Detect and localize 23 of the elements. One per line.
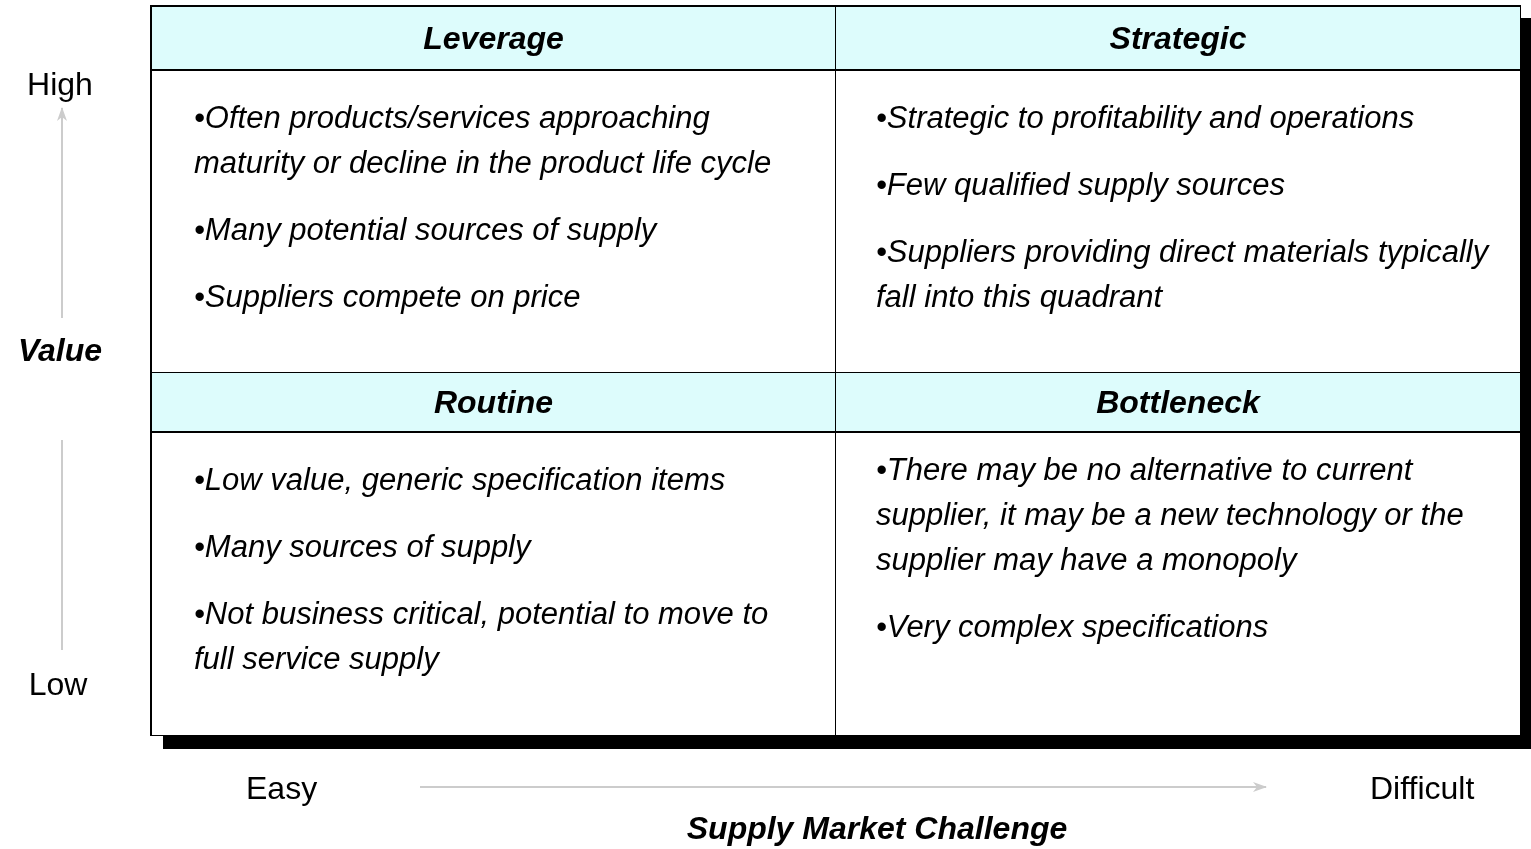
bullet-text: •Suppliers providing direct materials typically fall into this quadrant xyxy=(876,233,1491,316)
bullet-text: •Not business critical, potential to move to full service supply xyxy=(194,595,770,678)
axis-label: Difficult xyxy=(1370,769,1475,808)
quadrant-box xyxy=(151,6,836,373)
bullet-text: •Suppliers compete on price xyxy=(194,278,582,316)
axis-label: Supply Market Challenge xyxy=(685,809,1069,848)
bullet-text: •Few qualified supply sources xyxy=(876,166,1286,204)
axis-label: Low xyxy=(27,665,89,704)
axis-label: Value xyxy=(16,331,104,370)
axis-label: High xyxy=(26,65,94,104)
bullet-text: •Many sources of supply xyxy=(194,528,533,566)
bullet-text: •Low value, generic specification items xyxy=(194,461,727,499)
quadrant-heading: Leverage xyxy=(152,7,835,71)
quadrant-heading: Strategic xyxy=(836,7,1520,71)
quadrant-box xyxy=(151,372,836,736)
bullet-text: •Many potential sources of supply xyxy=(194,211,659,249)
quadrant-heading: Bottleneck xyxy=(836,373,1520,433)
bullet-text: •Very complex specifications xyxy=(876,608,1270,646)
bullet-text: •There may be no alternative to current supplier, it may be a new technology or the supplier may have a monopoly xyxy=(876,451,1465,579)
quadrant-heading: Routine xyxy=(152,373,835,433)
bullet-text: •Often products/services approaching maturity or decline in the product life cycle xyxy=(194,99,773,182)
axis-label: Easy xyxy=(246,769,318,808)
bullet-text: •Strategic to profitability and operations xyxy=(876,99,1416,137)
